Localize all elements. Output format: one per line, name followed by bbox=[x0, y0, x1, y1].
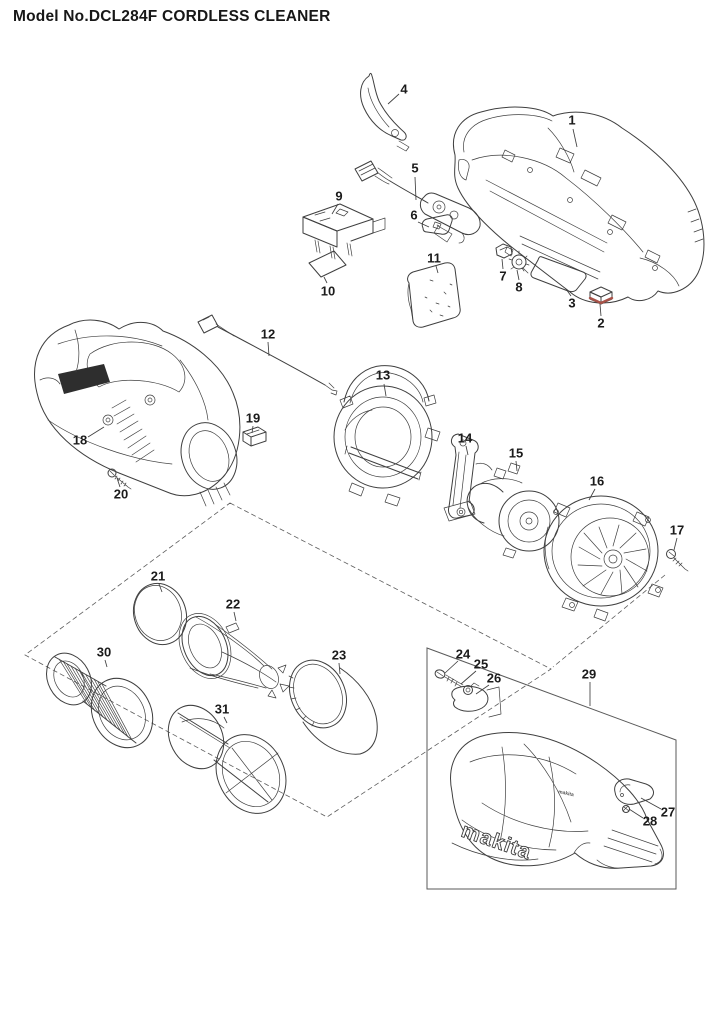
callout-leader-24 bbox=[444, 660, 459, 674]
part-15-motor bbox=[466, 462, 560, 559]
callout-leader-31 bbox=[223, 716, 228, 724]
part-13-motor-housing bbox=[333, 365, 441, 507]
part-callout-22: 22 bbox=[226, 596, 240, 611]
part-8-lock-lever bbox=[504, 246, 530, 274]
part-17-screw bbox=[666, 549, 689, 572]
part-28-screw bbox=[622, 805, 630, 813]
part-30-pleated-filter bbox=[46, 652, 154, 749]
callout-leader-22 bbox=[233, 611, 237, 622]
part-callout-9: 9 bbox=[335, 188, 342, 203]
part-callout-25: 25 bbox=[474, 656, 488, 671]
callout-leader-3 bbox=[565, 288, 572, 297]
part-2-switch-button bbox=[588, 286, 614, 305]
callout-leader-20 bbox=[116, 477, 121, 488]
part-7-clamp bbox=[495, 243, 513, 259]
part-callout-24: 24 bbox=[456, 646, 471, 661]
part-16-fan-housing bbox=[543, 495, 664, 622]
part-callout-8: 8 bbox=[515, 279, 522, 294]
part-6-plate bbox=[421, 214, 453, 235]
part-22-filter-cage bbox=[178, 613, 290, 699]
part-callout-29: 29 bbox=[582, 666, 596, 681]
callout-leader-1 bbox=[572, 128, 578, 148]
part-callout-3: 3 bbox=[568, 295, 575, 310]
callout-leader-15 bbox=[515, 460, 518, 472]
part-callout-18: 18 bbox=[73, 432, 87, 447]
callout-leader-4 bbox=[387, 93, 400, 105]
callout-leader-8 bbox=[516, 269, 520, 281]
callout-leader-10 bbox=[323, 276, 328, 284]
part-29-dust-cup: makita makita bbox=[450, 732, 664, 869]
part-11-sponge-plate bbox=[407, 262, 461, 328]
part-20-screw bbox=[107, 468, 132, 490]
callout-leader-14 bbox=[465, 445, 469, 456]
part-callout-15: 15 bbox=[509, 445, 523, 460]
part-callout-31: 31 bbox=[215, 701, 229, 716]
callout-leader-6 bbox=[417, 221, 430, 228]
callout-leader-25 bbox=[460, 670, 477, 685]
part-26-valve-flap bbox=[451, 682, 502, 718]
callout-leader-21 bbox=[158, 583, 163, 593]
part-25-washer bbox=[463, 685, 473, 695]
part-callout-19: 19 bbox=[246, 410, 260, 425]
callout-leader-12 bbox=[267, 341, 270, 357]
part-19-cap bbox=[242, 426, 267, 447]
callout-leader-23 bbox=[338, 662, 341, 675]
construction-lines bbox=[24, 502, 666, 818]
callout-leader-27 bbox=[640, 797, 662, 810]
makita-logo-small-text: makita bbox=[558, 789, 575, 798]
part-callout-26: 26 bbox=[487, 670, 501, 685]
callout-leader-17 bbox=[673, 537, 678, 551]
part-14-bracket bbox=[443, 433, 479, 522]
callout-leader-11 bbox=[435, 265, 439, 274]
callout-leader-9 bbox=[331, 203, 339, 215]
part-31-mesh-basket bbox=[167, 704, 287, 814]
callout-leader-13 bbox=[383, 383, 387, 397]
callout-leader-18 bbox=[87, 426, 105, 438]
part-callout-6: 6 bbox=[410, 207, 417, 222]
part-1-upper-housing bbox=[453, 106, 705, 304]
part-callout-20: 20 bbox=[114, 486, 128, 501]
part-callout-1: 1 bbox=[568, 112, 575, 127]
callout-leader-16 bbox=[588, 488, 596, 501]
part-27-cover-cap bbox=[614, 778, 654, 805]
part-callout-14: 14 bbox=[458, 430, 473, 445]
part-callout-5: 5 bbox=[411, 160, 418, 175]
part-callout-30: 30 bbox=[97, 644, 111, 659]
part-callout-11: 11 bbox=[427, 250, 441, 265]
callout-leader-5 bbox=[414, 176, 417, 201]
part-callout-7: 7 bbox=[499, 268, 506, 283]
part-callout-2: 2 bbox=[597, 315, 604, 330]
part-18-lower-housing bbox=[34, 319, 241, 507]
callout-leader-28 bbox=[628, 808, 644, 819]
part-10-sheet bbox=[308, 250, 347, 278]
part-23-dust-cup-inner bbox=[288, 659, 378, 755]
enclosure-box bbox=[426, 647, 677, 890]
part-callout-17: 17 bbox=[670, 522, 684, 537]
callout-leader-2 bbox=[599, 303, 602, 317]
part-callout-23: 23 bbox=[332, 647, 346, 662]
callout-leader-7 bbox=[501, 258, 504, 270]
part-callout-16: 16 bbox=[590, 473, 604, 488]
part-4-hook-lever bbox=[360, 72, 410, 152]
page-title: Model No.DCL284F CORDLESS CLEANER bbox=[13, 8, 331, 25]
callout-leader-26 bbox=[475, 684, 490, 695]
part-callout-13: 13 bbox=[376, 367, 390, 382]
part-12-lead-wire bbox=[197, 314, 338, 396]
callout-leader-30 bbox=[104, 659, 108, 668]
callout-leader-19 bbox=[251, 425, 254, 434]
part-callout-10: 10 bbox=[321, 283, 335, 298]
part-9-terminal-block bbox=[302, 203, 386, 260]
part-24-screw bbox=[434, 669, 464, 688]
part-callout-28: 28 bbox=[643, 813, 657, 828]
callout-leader-lines bbox=[87, 93, 678, 819]
part-21-filter-disc bbox=[132, 582, 188, 646]
part-callout-27: 27 bbox=[661, 804, 675, 819]
part-callout-21: 21 bbox=[151, 568, 165, 583]
part-callout-12: 12 bbox=[261, 326, 275, 341]
part-5-switch-wiring bbox=[354, 160, 481, 244]
part-callout-4: 4 bbox=[400, 81, 408, 96]
part-3-label-sheet bbox=[530, 256, 587, 293]
